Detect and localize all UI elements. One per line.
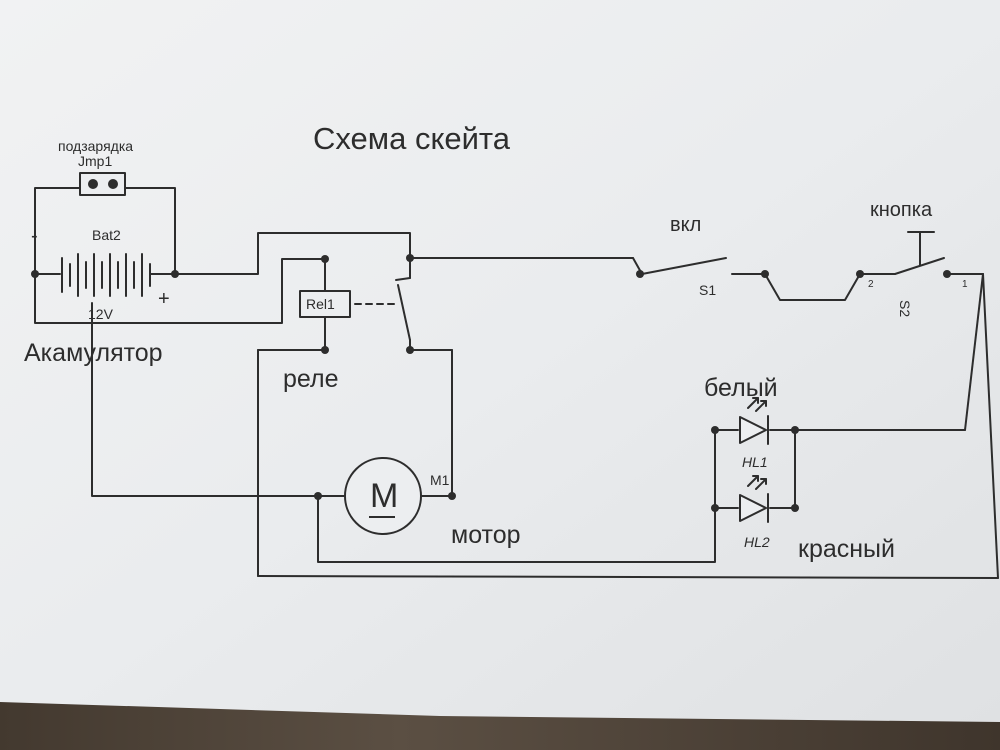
button-pin-2-label: 2 — [868, 279, 874, 290]
button-s2 — [859, 231, 984, 275]
motor-m1 — [344, 457, 422, 535]
page-title: Схема скейта — [313, 121, 511, 156]
switch-ref-label: S1 — [699, 282, 717, 298]
relay-ref-label: Rel1 — [306, 296, 335, 312]
led-white-ref-label: HL1 — [742, 454, 768, 470]
charge-label: подзарядка — [58, 138, 134, 154]
jumper-jmp1 — [79, 172, 126, 196]
main-supply-wires — [174, 232, 643, 275]
relay-name-label: реле — [283, 365, 339, 393]
relay-rel1 — [299, 257, 411, 351]
motor-name-label: мотор — [451, 521, 521, 549]
battery-loop-wires — [34, 187, 326, 324]
motor-symbol-underline — [369, 516, 395, 518]
junction-dots — [31, 254, 951, 512]
switch-s1 — [641, 257, 861, 301]
motor-symbol-label: M — [370, 477, 399, 515]
battery-voltage-label: 12V — [88, 306, 113, 322]
led-white-name-label: белый — [704, 374, 778, 402]
battery-name-label: Акамулятор — [24, 339, 163, 367]
button-ref-label: S2 — [897, 300, 913, 318]
led-red-name-label: красный — [798, 535, 895, 563]
led-hl1 — [739, 397, 769, 445]
button-pin-1-label: 1 — [962, 279, 968, 290]
motor-ref-label: M1 — [430, 472, 450, 488]
switch-name-label: вкл — [670, 214, 702, 236]
led-hl2 — [739, 475, 769, 523]
battery-ref-label: Bat2 — [92, 227, 121, 243]
right-return-wires — [257, 273, 999, 579]
battery-bat2 — [61, 253, 151, 297]
battery-plus-label: + — [158, 288, 170, 310]
jumper-ref-label: Jmp1 — [78, 153, 113, 169]
button-name-label: кнопка — [870, 199, 933, 221]
battery-minus-label: - — [31, 225, 38, 247]
led-red-ref-label: HL2 — [744, 534, 770, 550]
